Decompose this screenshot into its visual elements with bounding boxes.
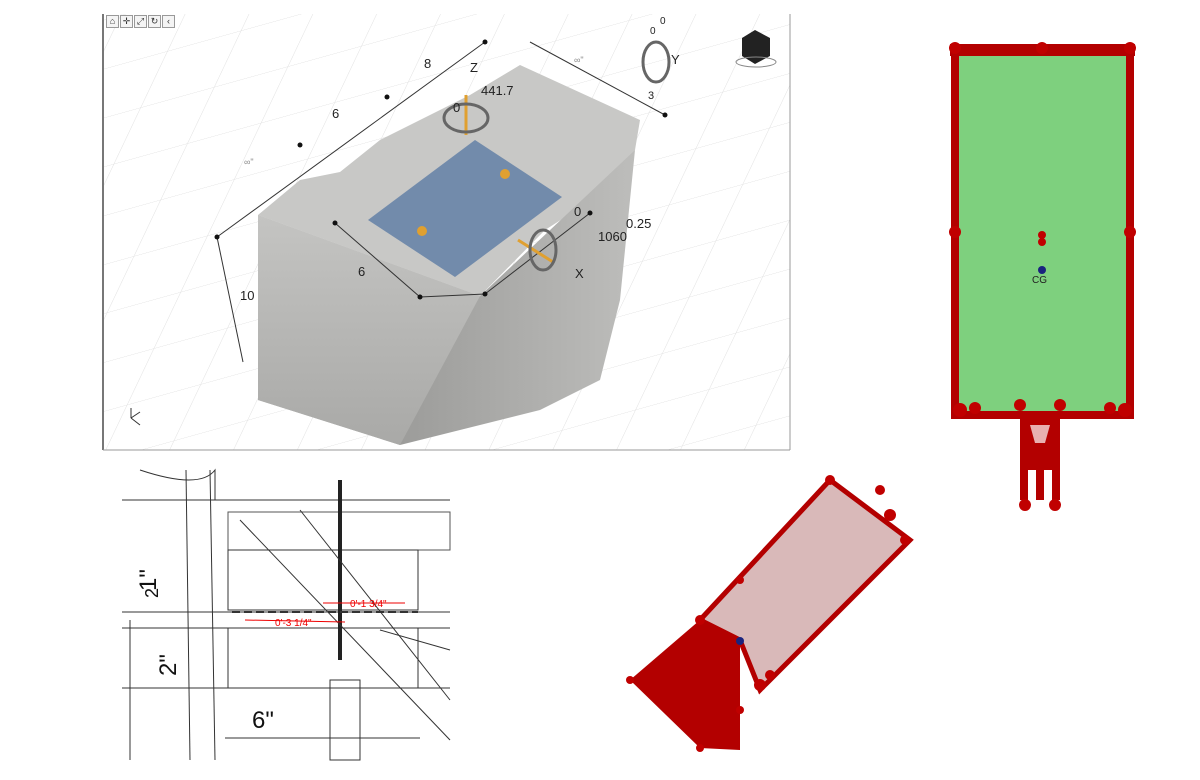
cg-label: CG bbox=[1032, 275, 1047, 286]
z-force-value: 441.7 bbox=[481, 83, 514, 98]
x-force-value: 1060 bbox=[598, 229, 627, 244]
z-moment-value: 0 bbox=[453, 100, 460, 115]
anchor-bolt bbox=[417, 226, 427, 236]
dimension-lines bbox=[216, 41, 666, 363]
viewer-3d-panel[interactable]: 8 6 ∞" ∞" 6 10 0.25 Z 441.7 0 Y 0 0 3 0 … bbox=[102, 14, 791, 451]
dimension-points bbox=[214, 39, 668, 300]
y-top-a: 0 bbox=[650, 26, 656, 37]
x-moment-icon bbox=[528, 228, 558, 272]
z-axis-label: Z bbox=[470, 60, 478, 75]
anchor-bolt bbox=[500, 169, 510, 179]
dim-half-inch: 1" bbox=[135, 569, 162, 591]
collapse-icon[interactable]: ‹ bbox=[162, 15, 175, 28]
cg-marker bbox=[1038, 266, 1046, 274]
fit-icon[interactable]: ⤢ bbox=[134, 15, 147, 28]
pan-icon[interactable]: ✛ bbox=[120, 15, 133, 28]
view-cube-icon[interactable] bbox=[735, 30, 777, 68]
dim-6-inch: 6" bbox=[252, 707, 274, 734]
x-moment-value: 0 bbox=[574, 204, 581, 219]
axis-triad-icon bbox=[130, 408, 141, 426]
z-moment-icon bbox=[442, 102, 490, 134]
y-moment-value: 3 bbox=[648, 90, 654, 102]
dim-infinite-right: ∞" bbox=[574, 55, 584, 65]
dim-top-b: 6 bbox=[332, 106, 339, 121]
x-force-arrow bbox=[517, 238, 554, 264]
red-dim-b: 0'-3 1/4" bbox=[275, 618, 312, 629]
red-dim-a: 0'-1 3/4" bbox=[350, 599, 387, 610]
dim-2-inch: 2" bbox=[155, 654, 182, 676]
dim-top-a: 8 bbox=[424, 56, 431, 71]
y-moment-icon bbox=[641, 40, 671, 84]
section-view-upright[interactable]: CG bbox=[949, 42, 1136, 511]
cad-detail-drawing[interactable] bbox=[122, 468, 451, 761]
rotate-icon[interactable]: ↻ bbox=[148, 15, 161, 28]
dim-offset: 0.25 bbox=[626, 216, 651, 231]
section-view-rotated[interactable] bbox=[626, 475, 914, 752]
y-top-b: 0 bbox=[660, 16, 666, 27]
dim-plate-width: 6 bbox=[358, 264, 365, 279]
dim-half-inch-den: 2 bbox=[142, 588, 162, 598]
dim-height: 10 bbox=[240, 288, 254, 303]
dim-infinite-left: ∞" bbox=[244, 157, 254, 167]
home-icon[interactable]: ⌂ bbox=[106, 15, 119, 28]
x-axis-label: X bbox=[575, 266, 584, 281]
y-axis-label: Y bbox=[671, 52, 680, 67]
base-plate bbox=[368, 140, 562, 277]
